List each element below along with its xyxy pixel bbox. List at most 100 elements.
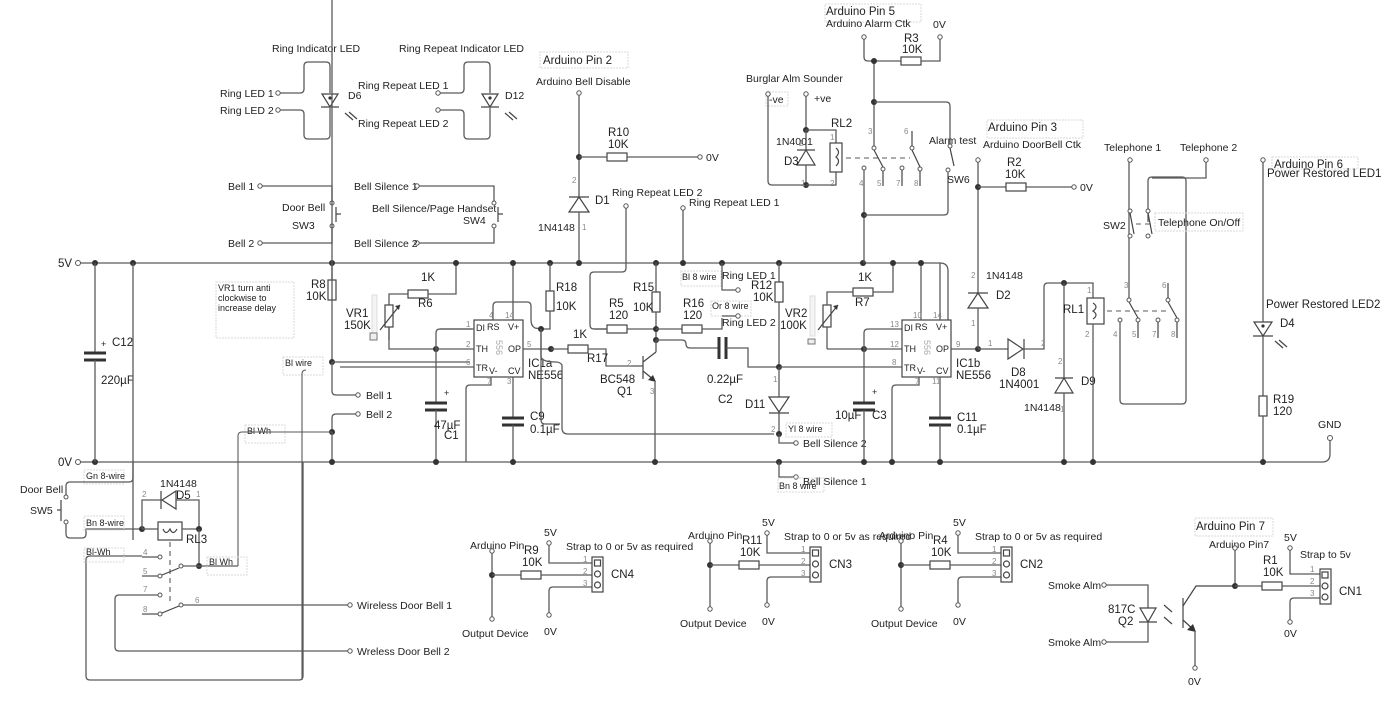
svg-text:4: 4 [859,179,864,188]
d8-ref: D8 [1011,367,1026,379]
wireless-bell1-label: Wireless Door Bell 1 [357,600,452,612]
switch-sw2[interactable] [1127,157,1209,239]
cn2-header-pin2 [1002,560,1011,568]
cn2-0v-label: 0V [953,616,966,628]
cn4-5v-wire [548,545,592,564]
svg-text:5: 5 [143,567,148,576]
ring-repeat-led2-net: Ring Repeat LED 2 [612,187,703,199]
gnd-terminal-label: GND [1318,419,1342,431]
led-d6 [275,61,358,140]
cn4-res-value: 10K [522,557,543,569]
switch-sw5[interactable] [57,462,142,539]
cn3-resistor [738,560,760,570]
r7-value: 1K [858,272,872,284]
d11-ref: D11 [745,399,765,411]
svg-text:7: 7 [896,179,901,188]
svg-text:5: 5 [877,179,882,188]
arduino-pin2-box: Arduino Pin 2 [543,55,612,67]
vr1-ref: VR1 [346,308,368,320]
svg-text:8: 8 [1171,330,1176,339]
svg-text:1: 1 [830,133,835,142]
r1-ref: R1 [1263,555,1278,567]
potentiometer-vr2[interactable] [807,260,896,352]
resistor-r12 [774,260,784,370]
r2-ref: R2 [1007,157,1022,169]
r18-value: 10K [556,301,577,313]
d5-ref: D5 [176,490,191,502]
d1-value: 1N4148 [538,222,575,234]
led-d4 [1252,157,1288,465]
cn4-pin-number: 3 [583,579,588,588]
r18-ref: R18 [556,282,577,294]
cn4-header-pin1 [593,559,602,567]
ic1a-value: NE556 [528,370,563,382]
ring-led2-label: Ring LED 2 [220,105,274,117]
r10-zero-v: 0V [706,152,719,164]
cn2-pin-number: 2 [992,557,997,566]
power-restored-led1-label: Power Restored LED1 [1267,168,1381,180]
switch-sw4[interactable] [414,183,503,246]
svg-text:1: 1 [1087,286,1092,295]
burglar-pos-label: +ve [814,93,831,105]
cn1-ref: CN1 [1339,586,1362,598]
cn4-pin-number: 2 [583,567,588,576]
potentiometer-vr1[interactable] [369,260,459,350]
cn4-note: Strap to 0 or 5v as required [566,541,693,553]
r12-value: 10K [753,292,774,304]
bell-silence2-sw-label: Bell Silence 2 [354,238,418,250]
svg-text:6: 6 [1162,281,1167,290]
switch-sw3[interactable] [257,183,341,246]
cn2-resistor [929,560,951,570]
diode-d2 [966,157,1077,349]
d9-value: 1N4148 [1024,402,1061,414]
r3-zero-v-label: 0V [933,19,946,31]
bell-silence2-net: Bell Silence 2 [803,438,867,450]
ic1a-pin-vminus: V- [489,366,498,376]
cn4-5v-label: 5V [544,527,557,539]
cn1-note: Strap to 5v [1300,549,1352,561]
ic1a-pin-th: TH [476,344,488,354]
svg-text:6: 6 [466,358,471,367]
svg-text:7: 7 [915,377,920,386]
d3-ref: D3 [784,156,799,168]
transistor-q1 [630,340,658,465]
sw4-name: Bell Silence/Page Handset [372,203,496,215]
ic1a-pin-cv: CV [508,366,521,376]
smoke-alm1-label: Smoke Alm [1048,580,1101,592]
cn2-5v-label: 5V [953,517,966,529]
ring-led1-label: Ring LED 1 [220,88,274,100]
sw6-ref: SW6 [947,174,970,186]
resistor-r3 [861,34,951,144]
svg-text:1: 1 [196,490,201,499]
cn4-resistor [520,570,542,580]
r15-value: 10K [633,302,654,314]
cn2-arduino-pin-label: Arduino Pin [879,530,933,542]
switch-sw6[interactable] [864,143,955,216]
ic1a-pin-op: OP [508,344,521,354]
svg-text:RS: RS [915,322,928,332]
cn3-5v-label: 5V [762,517,775,529]
cn3-pin-number: 2 [801,557,806,566]
cn4-5v-pin [546,540,552,546]
svg-text:DI: DI [904,323,913,333]
sw4-ref: SW4 [463,215,486,227]
cn3-res-value: 10K [740,547,761,559]
r10-value: 10K [608,139,629,151]
note-line1: VR1 turn anti [218,283,271,293]
c1-ref: C1 [444,430,459,442]
cn2-pin-number: 3 [992,569,997,578]
cn4-arduino-pin-label: Arduino Pin [470,540,524,552]
c12-ref: C12 [112,337,133,349]
cn2-header-pin1 [1002,549,1011,557]
d8-value: 1N4001 [999,379,1039,391]
cn4-output-device-label: Output Device [462,628,529,640]
bn-8-wire-tag-left: Bn 8-wire [86,518,124,528]
svg-text:2: 2 [1085,330,1090,339]
svg-text:4: 4 [143,548,148,557]
cn3-pin-number: 3 [801,569,806,578]
svg-text:1: 1 [1060,405,1065,414]
svg-text:12: 12 [890,340,899,349]
svg-text:5: 5 [1132,330,1137,339]
capacitor-c12: + [84,260,106,465]
